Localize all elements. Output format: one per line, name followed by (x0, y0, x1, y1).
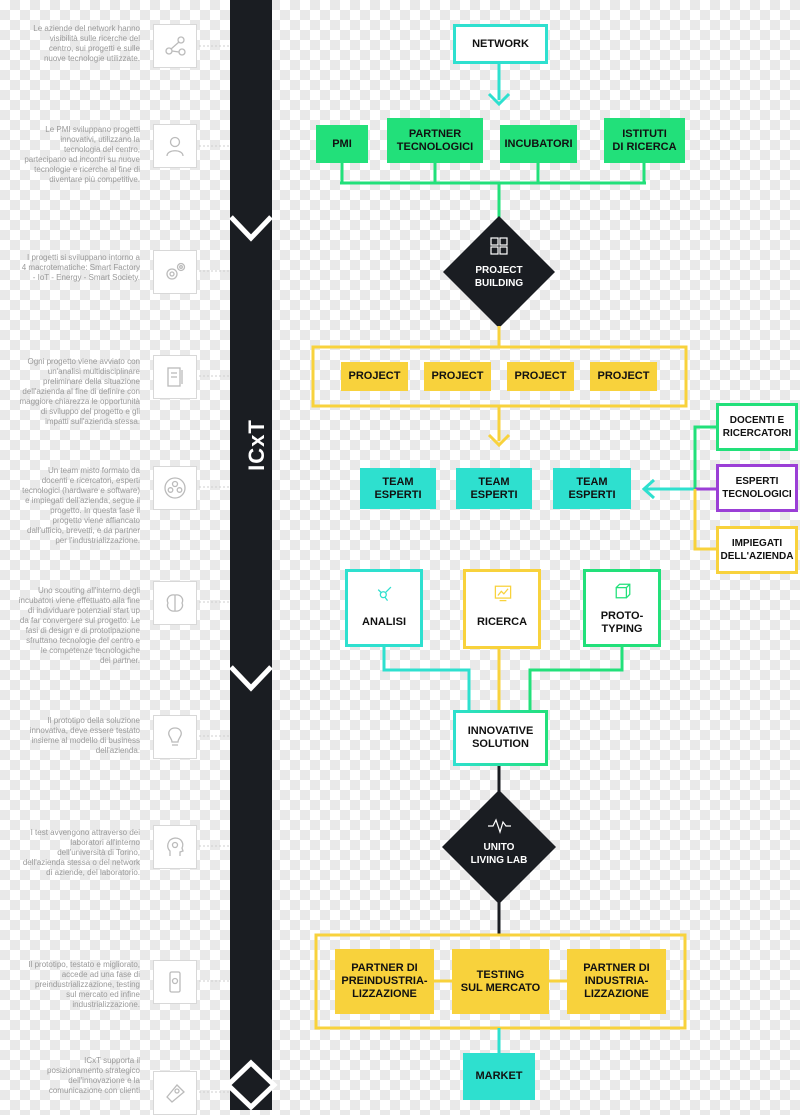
cube-icon (615, 583, 631, 599)
timeline-title: ICxT (244, 419, 269, 471)
description-7: Il prototipo della soluzione innovativa,… (29, 716, 140, 755)
innovative-solution-node: INNOVATIVE SOLUTION (453, 710, 548, 766)
network-node: NETWORK (453, 24, 548, 64)
bulb-icon (153, 715, 197, 759)
description-8: I test avvengono attraverso dei laborato… (22, 828, 140, 877)
description-3: I progetti si sviluppano intorno a 4 mac… (21, 253, 140, 282)
team-node-3: TEAM ESPERTI (553, 468, 631, 509)
description-1: Le aziende del network hanno visibilità … (33, 24, 140, 63)
esperti-tecnologici-node: ESPERTI TECNOLOGICI (716, 464, 798, 512)
industrializzazione-node: PARTNER DI INDUSTRIA- LIZZAZIONE (567, 949, 666, 1014)
market-node: MARKET (463, 1053, 535, 1100)
prototyping-node: PROTO- TYPING (583, 569, 661, 647)
team-node-1: TEAM ESPERTI (360, 468, 436, 509)
docenti-node: DOCENTI E RICERCATORI (716, 403, 798, 451)
chart-icon (494, 585, 512, 602)
project-building-label: PROJECT BUILDING (474, 265, 524, 289)
preindustrializzazione-node: PARTNER DI PREINDUSTRIA- LIZZAZIONE (335, 949, 434, 1014)
team-node-2: TEAM ESPERTI (456, 468, 532, 509)
description-2: Le PMI sviluppano progetti innovativi, u… (24, 125, 140, 184)
analisi-label: ANALISI (362, 615, 406, 628)
testing-node: TESTING SUL MERCATO (452, 949, 549, 1014)
project-node-2: PROJECT (424, 362, 491, 391)
team-icon (153, 466, 197, 510)
unito-diamond (442, 790, 556, 904)
document-icon (153, 355, 197, 399)
analysis-icon (377, 586, 392, 601)
person-icon (153, 124, 197, 168)
badge-icon (153, 1071, 197, 1115)
phone-icon (153, 960, 197, 1004)
description-5: Un team misto formato da docenti e ricer… (22, 466, 140, 545)
brain-icon (153, 581, 197, 625)
incubatori-node: INCUBATORI (500, 125, 577, 163)
ricerca-node: RICERCA (463, 569, 541, 649)
head-icon (153, 825, 197, 869)
prototyping-label: PROTO- TYPING (600, 610, 644, 635)
analisi-node: ANALISI (345, 569, 423, 647)
description-10: ICxT supporta il posizionamento strategi… (47, 1056, 140, 1095)
unito-label: UNITO LIVING LAB (470, 842, 528, 866)
gears-icon (153, 250, 197, 294)
partner-tecnologici-node: PARTNER TECNOLOGICI (387, 118, 483, 163)
timeline-bar (230, 0, 272, 1110)
impiegati-node: IMPIEGATI DELL'AZIENDA (716, 526, 798, 574)
istituti-node: ISTITUTI DI RICERCA (604, 118, 685, 163)
project-node-4: PROJECT (590, 362, 657, 391)
description-6: Uno scouting all'interno degli incubator… (18, 586, 140, 665)
project-building-diamond (443, 216, 555, 328)
project-node-1: PROJECT (341, 362, 408, 391)
pmi-node: PMI (316, 125, 368, 163)
network-icon (153, 24, 197, 68)
description-4: Ogni progetto viene avviato con un'anali… (19, 357, 140, 426)
project-node-3: PROJECT (507, 362, 574, 391)
description-9: Il prototipo, testato e migliorato, acce… (28, 960, 140, 1009)
ricerca-label: RICERCA (476, 615, 528, 628)
